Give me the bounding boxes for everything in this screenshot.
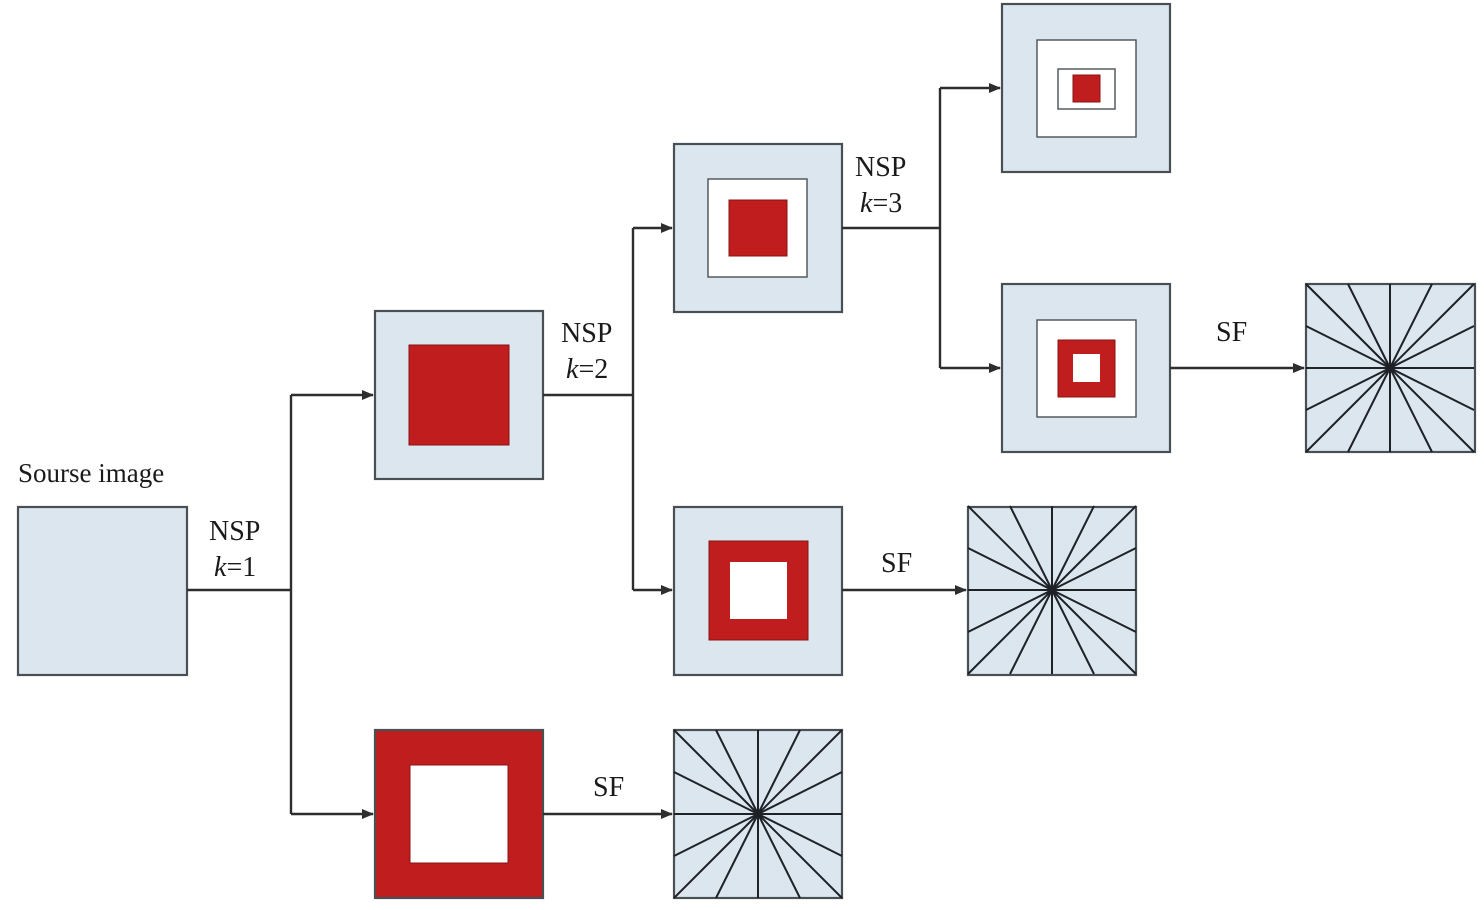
k-label-level-2: k=2	[566, 354, 608, 385]
k-label-level-1: k=1	[214, 552, 256, 583]
directional-spoke	[757, 729, 843, 815]
directional-spoke	[673, 729, 759, 815]
high-pass-level-3	[1000, 282, 1172, 454]
low-pass-level-3	[1000, 2, 1172, 174]
directional-spoke	[1009, 505, 1053, 591]
directional-spoke	[1051, 505, 1095, 591]
directional-spoke	[967, 547, 1053, 591]
k-value-3: =3	[872, 188, 902, 219]
directional-spoke	[715, 729, 759, 815]
directional-spoke	[673, 813, 759, 857]
directional-spoke	[1305, 325, 1391, 369]
high-pass-level-1	[373, 728, 545, 900]
k-variable: k	[860, 188, 873, 219]
directional-spoke	[1305, 283, 1391, 369]
directional-spoke	[1389, 283, 1433, 369]
high-pass-level-2	[672, 505, 844, 677]
directional-spoke	[1389, 367, 1433, 453]
directional-spoke	[757, 813, 843, 899]
nsp-label-level-3: NSP	[855, 152, 906, 183]
directional-spoke	[1009, 589, 1053, 675]
directional-spoke	[1051, 547, 1137, 591]
directional-spoke	[1389, 283, 1475, 369]
directional-spoke	[757, 813, 801, 899]
directional-spoke	[967, 589, 1053, 675]
directional-subbands-level-3	[1304, 282, 1477, 454]
k-label-level-3: k=3	[860, 188, 902, 219]
directional-spoke	[1305, 367, 1391, 453]
directional-spoke	[673, 771, 759, 815]
directional-spoke	[673, 813, 759, 899]
nsp-label-level-1: NSP	[209, 516, 260, 547]
directional-spoke	[1305, 367, 1391, 411]
directional-spoke	[1051, 589, 1095, 675]
directional-spoke	[967, 505, 1053, 591]
directional-spoke	[757, 771, 843, 815]
k-variable: k	[566, 354, 579, 385]
directional-spoke	[1389, 325, 1475, 369]
directional-spoke	[967, 589, 1053, 633]
sf-label-level-3: SF	[1216, 317, 1247, 348]
directional-spoke	[715, 813, 759, 899]
directional-spoke	[1051, 505, 1137, 591]
directional-subbands-level-2	[966, 505, 1138, 677]
k-variable: k	[214, 552, 227, 583]
source-image-label: Sourse image	[18, 458, 164, 488]
source-image	[16, 505, 189, 677]
directional-spoke	[1051, 589, 1137, 633]
low-pass-level-2	[672, 142, 844, 314]
sf-label-level-2: SF	[881, 548, 912, 579]
low-pass-level-1	[373, 309, 545, 481]
k-value-2: =2	[578, 354, 608, 385]
sf-label-level-1: SF	[593, 772, 624, 803]
directional-spoke	[1347, 367, 1391, 453]
directional-spoke	[1347, 283, 1391, 369]
nsp-label-level-2: NSP	[561, 318, 612, 349]
directional-spoke	[757, 729, 801, 815]
directional-spoke	[757, 813, 843, 857]
directional-spoke	[1389, 367, 1475, 453]
directional-spoke	[1389, 367, 1475, 411]
directional-subbands-level-1	[672, 728, 844, 900]
k-value-1: =1	[226, 552, 256, 583]
directional-spoke	[1051, 589, 1137, 675]
